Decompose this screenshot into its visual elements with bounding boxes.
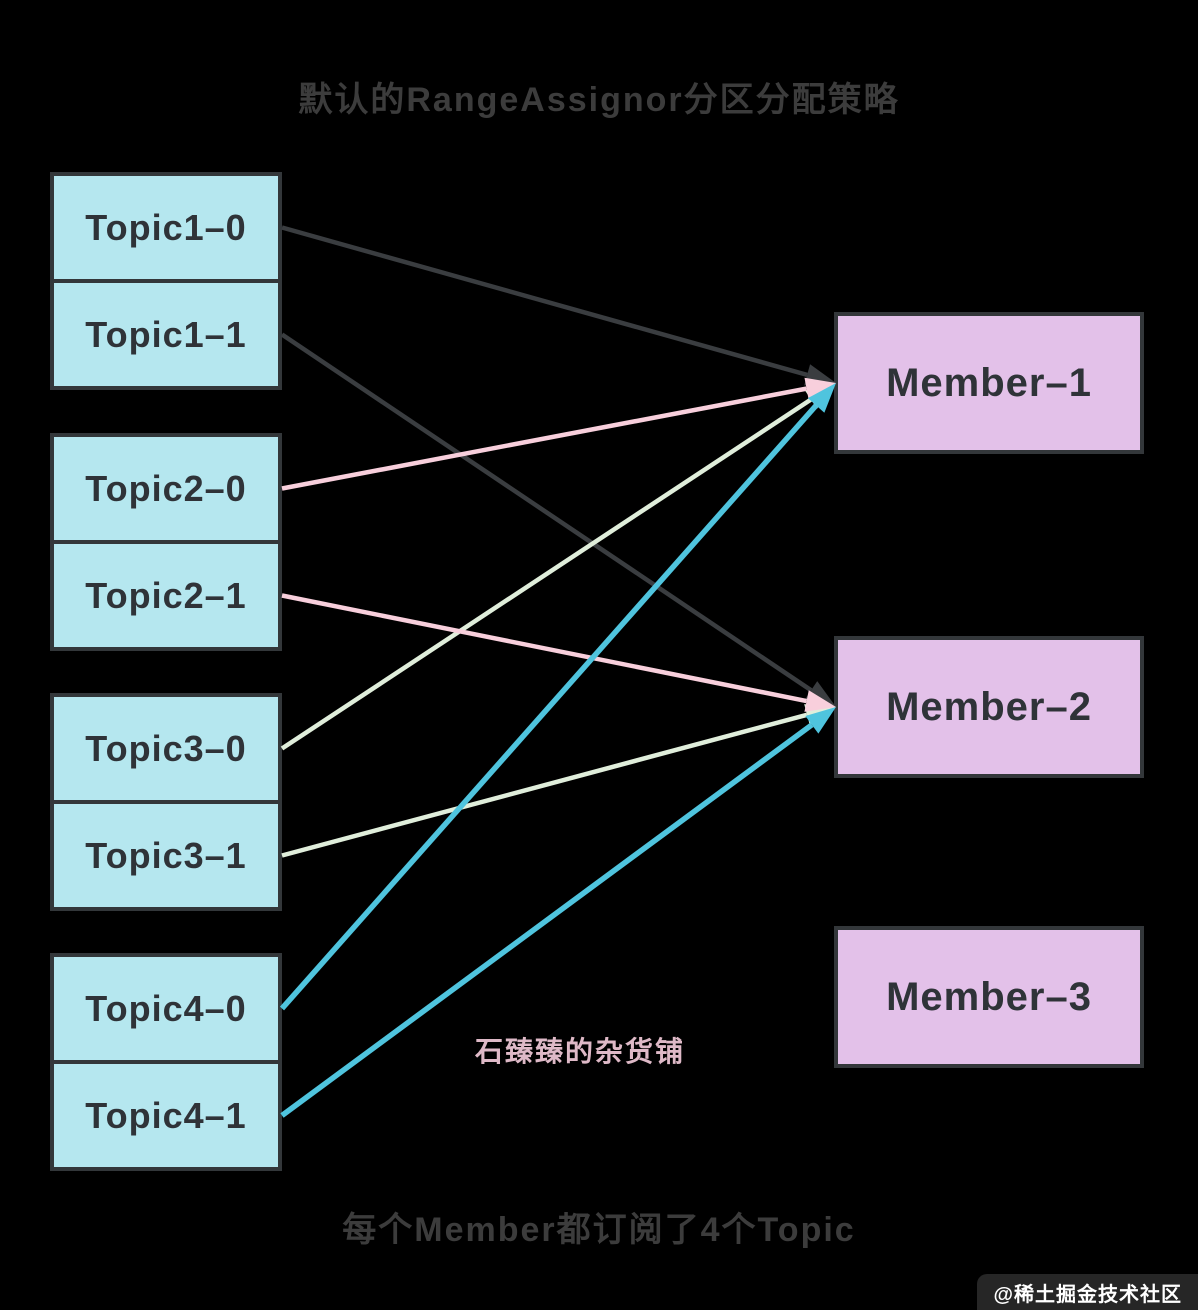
topic-partition-box: Topic2–0: [85, 467, 247, 509]
assignment-line: [281, 225, 808, 378]
arrowhead: [804, 377, 836, 400]
arrowhead: [804, 364, 836, 386]
diagram-title: 默认的RangeAssignor分区分配策略: [298, 81, 900, 119]
topic-partition-box: Topic3–0: [85, 727, 247, 769]
topic-partition-box: Topic3–1: [85, 834, 247, 876]
member-box: Member–1: [834, 312, 1144, 454]
arrowhead: [804, 681, 836, 707]
assignment-line: [281, 712, 808, 858]
member-box: Member–2: [834, 636, 1144, 778]
assignment-line: [281, 593, 808, 704]
topic-partition-box: Topic1–1: [85, 313, 247, 355]
assignment-line: [281, 386, 807, 491]
topic-partition-box: Topic4–1: [85, 1094, 247, 1136]
arrowhead: [804, 704, 836, 726]
partition-divider: [54, 800, 278, 804]
assignment-line: [280, 332, 813, 693]
arrowhead: [807, 383, 836, 413]
partition-divider: [54, 1060, 278, 1064]
arrowhead: [804, 690, 836, 712]
topic-partition-box: Topic4–0: [85, 987, 247, 1029]
assignment-line: [279, 403, 819, 1011]
site-watermark-badge: @稀土掘金技术社区: [977, 1274, 1198, 1310]
topic-partition-box: Topic1–0: [85, 206, 247, 248]
partition-divider: [54, 279, 278, 283]
topic-partition-box: Topic2–1: [85, 574, 247, 616]
diagram-caption: 每个Member都订阅了4个Topic: [342, 1211, 856, 1249]
member-box: Member–3: [834, 926, 1144, 1068]
assignment-line: [280, 397, 813, 751]
partition-divider: [54, 540, 278, 544]
arrowhead: [805, 707, 836, 734]
arrowhead: [804, 383, 836, 409]
